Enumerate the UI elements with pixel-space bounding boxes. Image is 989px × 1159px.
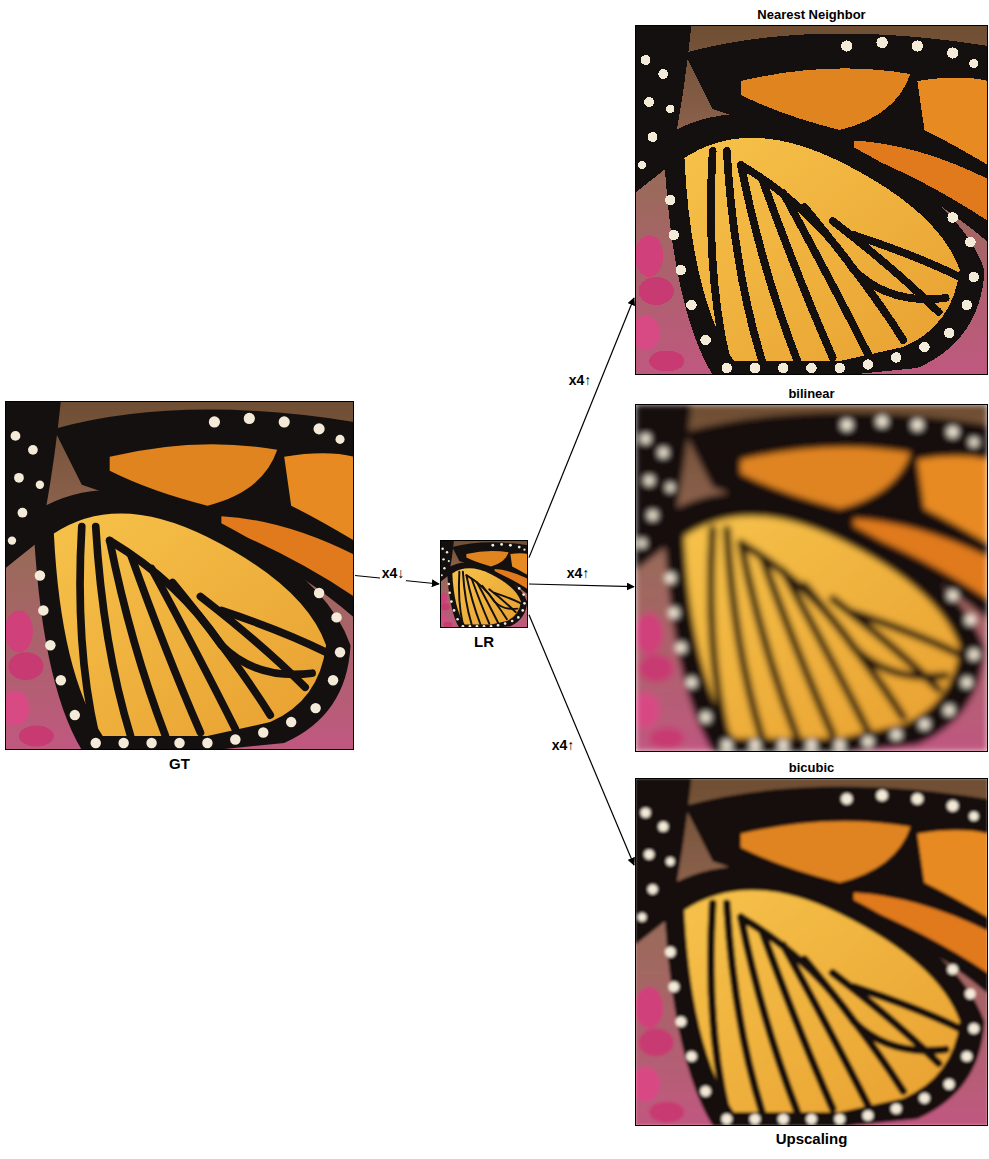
butterfly-bilinear <box>635 404 988 752</box>
arrow-connector <box>355 576 439 585</box>
image-label: GT <box>169 755 190 772</box>
image-label: bilinear <box>788 386 834 401</box>
image-frame: LR <box>440 540 528 628</box>
scale-label: x4↑ <box>567 372 594 388</box>
image-label: bicubic <box>789 760 835 775</box>
image-frame: bicubic <box>635 778 988 1126</box>
butterfly-lr <box>440 540 528 628</box>
image-frame: bilinear <box>635 404 988 752</box>
image-label: LR <box>474 633 494 650</box>
scale-label: x4↑ <box>550 737 577 753</box>
butterfly-nearest <box>635 25 988 375</box>
arrow-connector <box>529 584 634 587</box>
arrow-connector <box>529 298 634 558</box>
arrow-connector <box>529 615 634 865</box>
scale-label: x4↑ <box>565 565 592 581</box>
butterfly-bicubic <box>635 778 988 1126</box>
image-frame: Nearest Neighbor <box>635 25 988 375</box>
image-frame: GT <box>5 401 354 750</box>
scale-label: x4↓ <box>380 565 407 581</box>
image-label: Nearest Neighbor <box>757 7 865 22</box>
butterfly-gt <box>5 401 354 750</box>
figure-caption: Upscaling <box>776 1130 848 1147</box>
